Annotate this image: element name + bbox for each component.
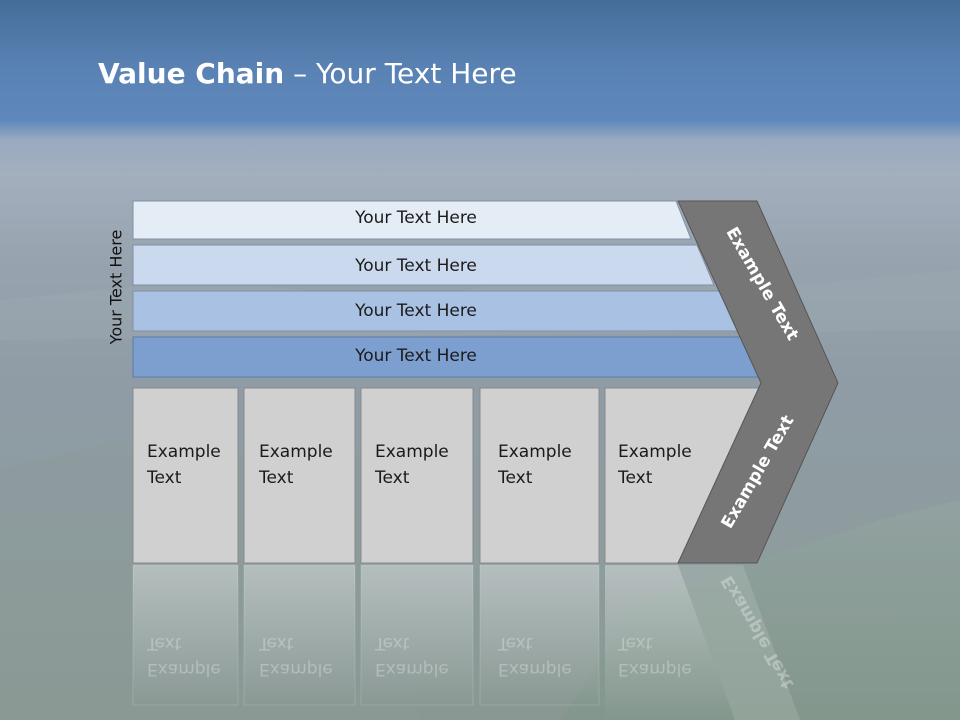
column-label-3-line2: Text [375,468,410,488]
bar-shape-2 [132,244,715,286]
column-reflection-3-line1: Example [375,659,449,679]
bar-shape-1 [132,200,692,240]
column-label-3-line1: Example [375,442,449,462]
column-shape-1 [132,387,239,564]
column-reflection-5-line1: Example [618,659,692,679]
column-label-4-line1: Example [498,442,572,462]
support-bars [132,200,763,378]
bar-label-1: Your Text Here [355,208,477,228]
slide-title: Value Chain – Your Text Here [98,52,517,96]
column-label-4: Example Text [498,439,572,491]
bar-label-4: Your Text Here [355,346,477,366]
column-label-1-line2: Text [147,468,182,488]
column-reflection-2-line2: Text [259,633,294,653]
column-reflection-label-5: Example Text [618,630,692,682]
column-reflection-1-line1: Example [147,659,221,679]
column-label-2-line2: Text [259,468,294,488]
column-label-1-line1: Example [147,442,221,462]
column-reflection-1-line2: Text [147,633,182,653]
bar-label-3: Your Text Here [355,301,477,321]
column-shape-3 [360,387,474,564]
primary-columns [132,387,763,564]
title-rest: – Your Text Here [284,57,517,90]
column-reflection-label-1: Example Text [147,630,221,682]
column-label-5-line1: Example [618,442,692,462]
column-label-1: Example Text [147,439,221,491]
bar-label-2: Your Text Here [355,256,477,276]
column-label-5: Example Text [618,439,692,491]
column-reflection-label-3: Example Text [375,630,449,682]
column-label-2: Example Text [259,439,333,491]
column-reflection-label-2: Example Text [259,630,333,682]
column-reflection-4-line2: Text [498,633,533,653]
column-reflection-2-line1: Example [259,659,333,679]
column-shape-4 [479,387,600,564]
column-label-5-line2: Text [618,468,653,488]
title-bold: Value Chain [98,57,285,90]
column-label-4-line2: Text [498,468,533,488]
value-chain-chevron [677,200,839,564]
column-reflection-label-4: Example Text [498,630,572,682]
column-label-2-line1: Example [259,442,333,462]
column-shape-2 [243,387,356,564]
column-label-3: Example Text [375,439,449,491]
column-reflections [132,564,800,720]
column-reflection-3-line2: Text [375,633,410,653]
column-reflection-5-line2: Text [618,633,653,653]
column-reflection-4-line1: Example [498,659,572,679]
